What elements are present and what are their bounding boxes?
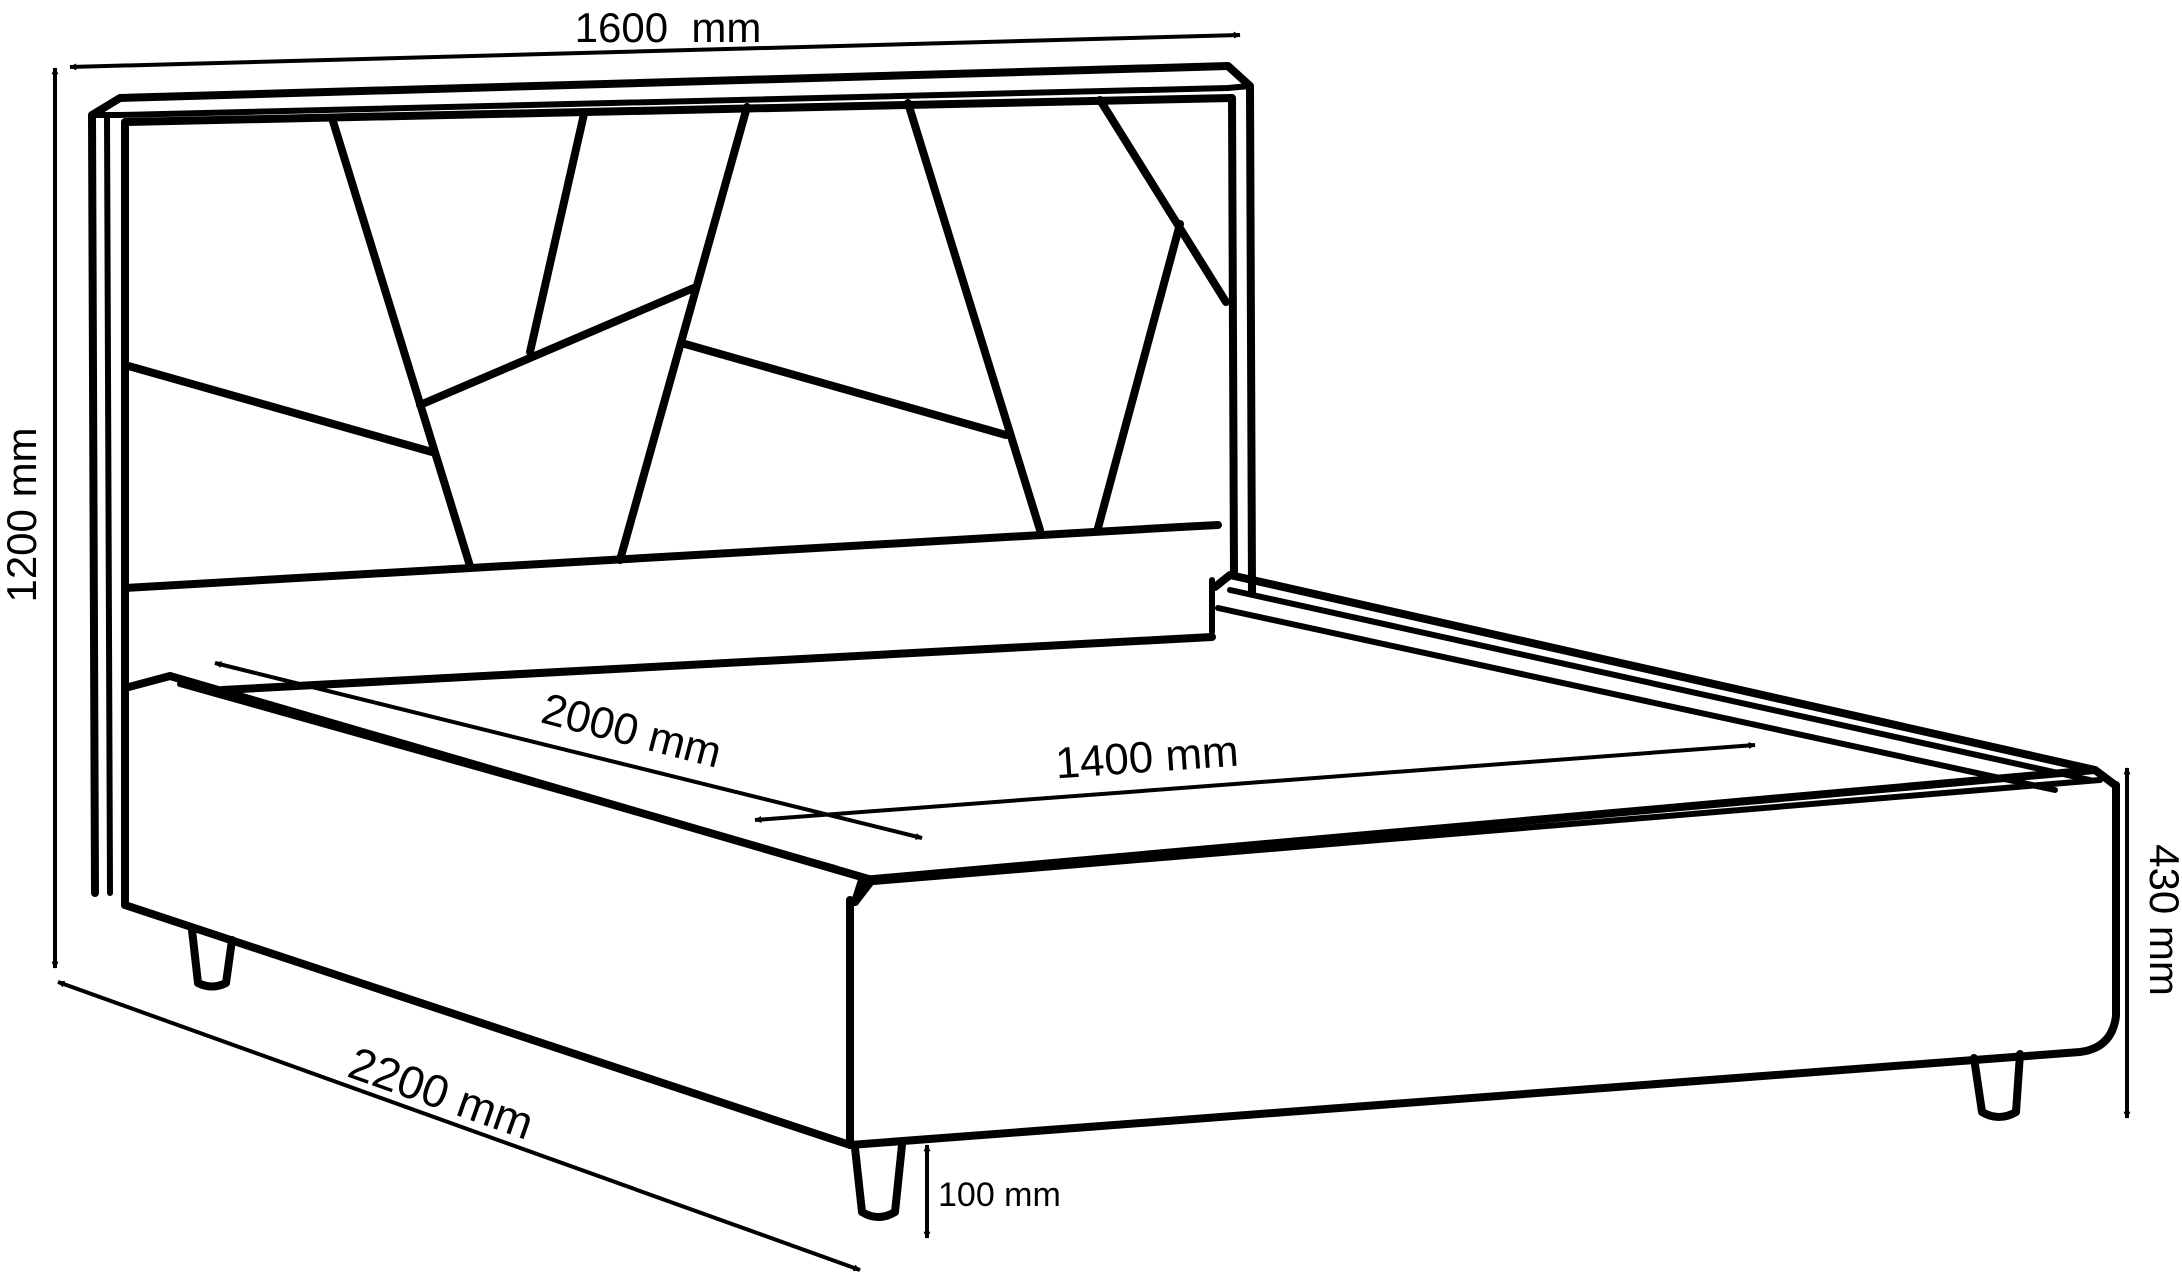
- frame-front-left-face: [121, 684, 854, 1149]
- label-total-length: 2200 mm: [342, 1036, 540, 1149]
- headboard-band-bottom: [218, 633, 1216, 694]
- label-frame-height: 430 mm: [2141, 844, 2182, 996]
- side-rail-right: [1211, 571, 2119, 789]
- headboard-geometric-pattern: [121, 96, 1230, 570]
- label-leg-height: 100 mm: [938, 1176, 1061, 1214]
- headboard-lower-band: [121, 521, 1222, 592]
- side-rail-right-inner: [1215, 605, 2058, 793]
- headboard-outline: [88, 62, 1256, 897]
- headboard-side-edge: [104, 112, 113, 896]
- frame-front-right-face: [846, 781, 2120, 1149]
- side-rail-right-inner-2: [1227, 587, 2093, 783]
- footboard-top-edge: [851, 766, 2099, 906]
- label-headboard-width: 1600 mm: [575, 4, 762, 51]
- leg-front-right: [1970, 1050, 2024, 1121]
- dim-line-headboard-width: [69, 31, 1241, 71]
- dim-line-mattress-width: [754, 741, 1756, 824]
- leg-front-center: [851, 1141, 906, 1221]
- label-mattress-width: 1400 mm: [1054, 727, 1240, 789]
- side-rail-left: [121, 672, 876, 906]
- label-headboard-height: 1200 mm: [0, 427, 45, 602]
- label-mattress-length: 2000 mm: [537, 684, 727, 777]
- side-rail-left-inner: [177, 681, 838, 871]
- dim-line-total-length: [57, 980, 861, 1272]
- footboard-top-inner: [859, 777, 2103, 886]
- headboard-panel: [121, 94, 1238, 909]
